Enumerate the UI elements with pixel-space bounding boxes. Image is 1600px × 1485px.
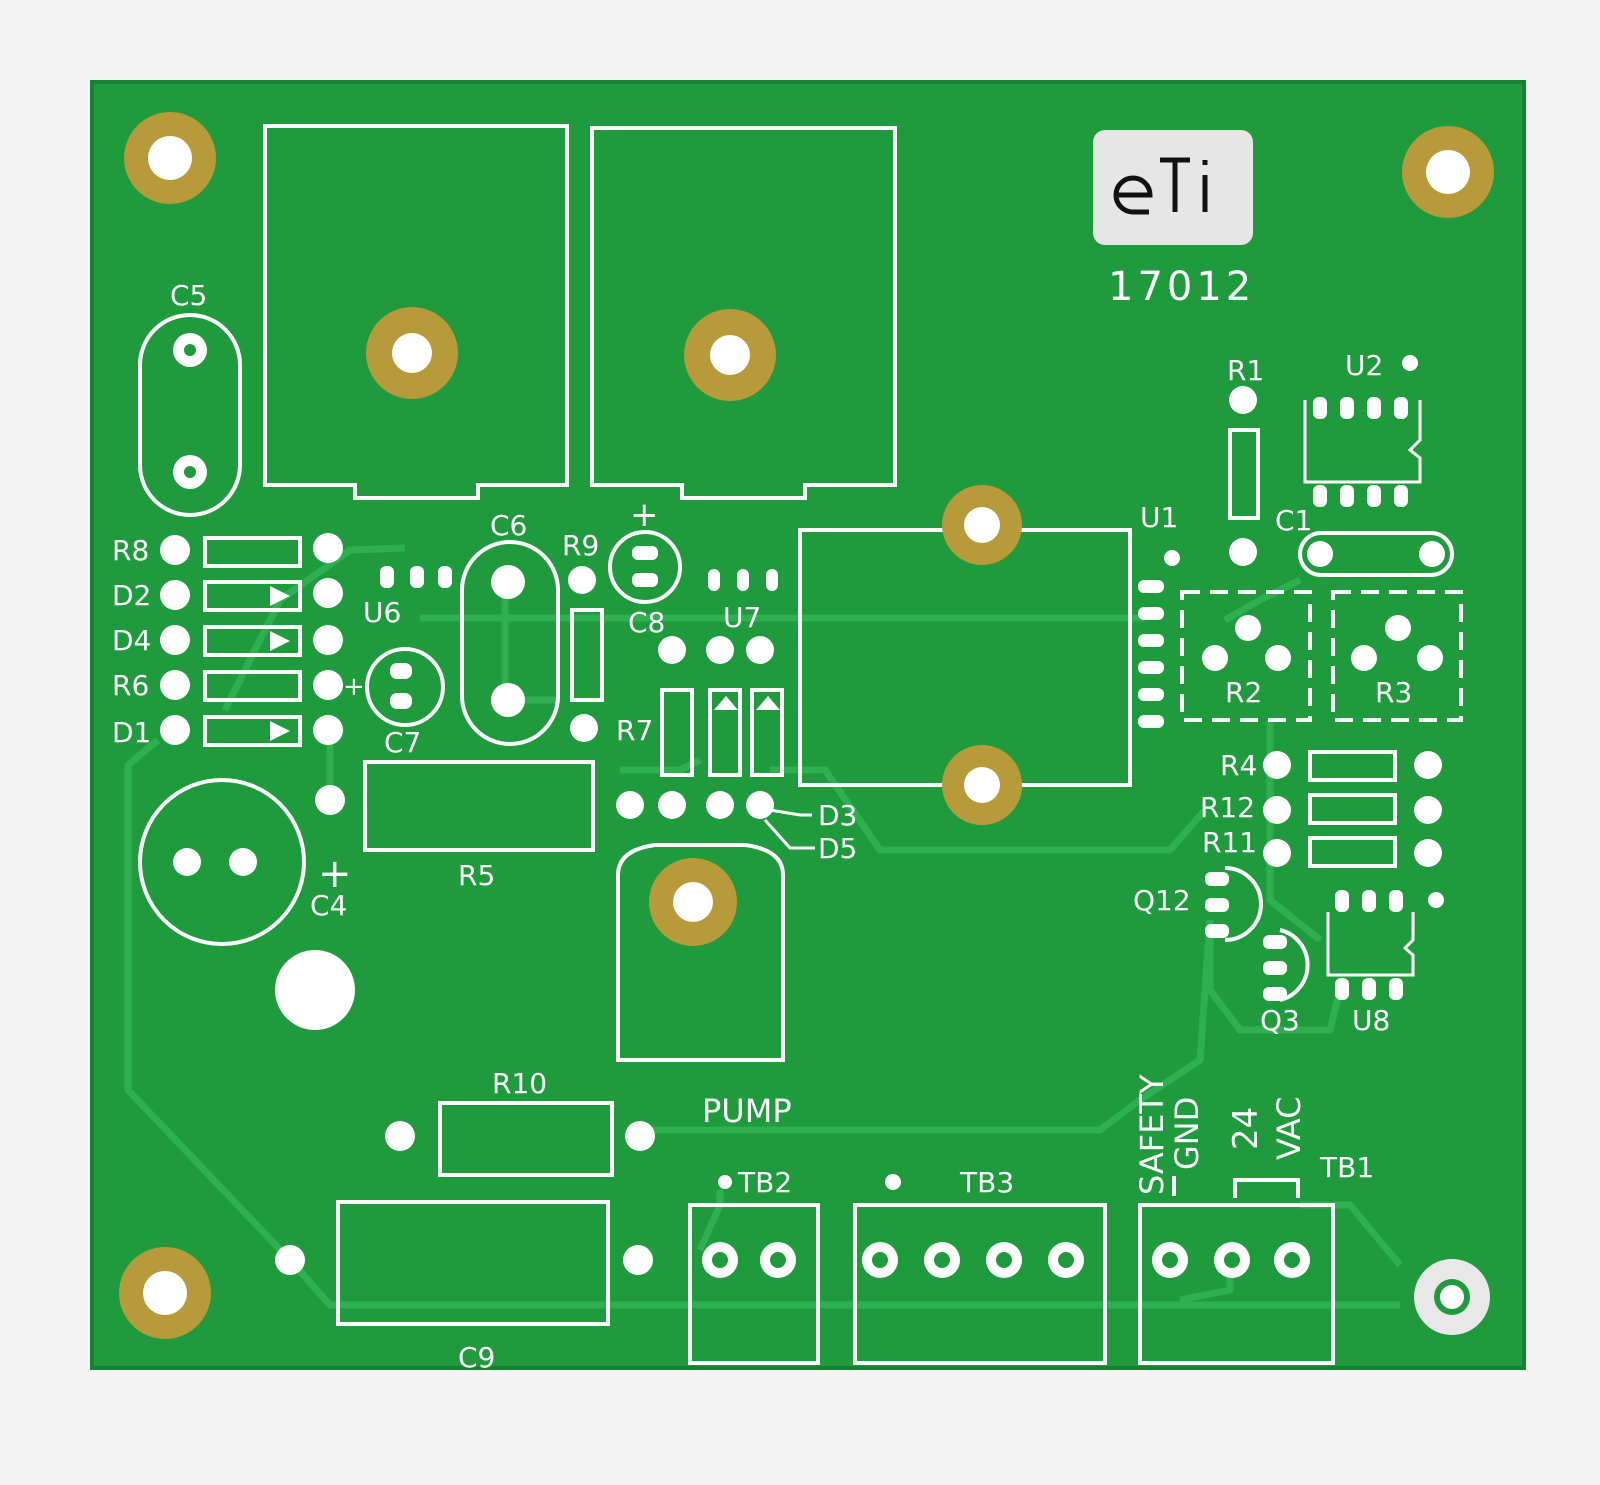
r9-footprint [568, 566, 604, 742]
label-r12: R12 [1200, 791, 1255, 824]
label-c7: C7 [384, 726, 421, 759]
tb2-terminal-block [688, 1175, 820, 1365]
label-r10: R10 [492, 1067, 547, 1100]
label-plus-c8: + [630, 495, 659, 535]
stack-pads [160, 533, 345, 815]
label-tb2: TB2 [737, 1166, 792, 1199]
tb1-terminal-block [1138, 1176, 1335, 1365]
label-r1: R1 [1227, 354, 1264, 387]
r1-footprint [1228, 386, 1260, 566]
heatsink-pad-right [590, 126, 897, 500]
label-24: 24 [1226, 1107, 1266, 1150]
label-d1: D1 [112, 716, 151, 749]
label-d4: D4 [112, 624, 151, 657]
r7-d3-d5-footprints [616, 636, 815, 850]
r5-footprint [363, 760, 595, 852]
u8-footprint [1326, 890, 1444, 1000]
label-q12: Q12 [1133, 884, 1191, 917]
label-r2: R2 [1225, 676, 1262, 709]
c8-footprint [608, 530, 682, 604]
label-c6: C6 [490, 509, 527, 542]
label-r4: R4 [1220, 749, 1257, 782]
u6-pads [380, 566, 452, 588]
eti-logo [1093, 130, 1253, 245]
r3-footprint [1331, 590, 1463, 722]
diode-marks [270, 586, 290, 741]
c6-footprint [460, 540, 560, 746]
label-r9: R9 [562, 529, 599, 562]
label-safety: SAFETY [1133, 1074, 1171, 1195]
label-r5: R5 [458, 859, 495, 892]
c4-footprint [138, 778, 306, 946]
u1-footprint [798, 485, 1180, 825]
label-u7: U7 [723, 601, 761, 634]
resistor-diode-stack [203, 536, 302, 747]
label-tb3: TB3 [959, 1166, 1014, 1199]
label-c1: C1 [1275, 504, 1312, 537]
label-r3: R3 [1375, 676, 1412, 709]
label-plus-c4: + [318, 851, 352, 897]
u2-footprint [1303, 355, 1422, 507]
q3-footprint [1263, 928, 1310, 1002]
label-d3: D3 [818, 799, 857, 832]
mounting-hole-top-right [1402, 126, 1494, 218]
u7-pads [708, 569, 778, 591]
r10-footprint [385, 1101, 655, 1177]
r2-footprint [1180, 590, 1312, 722]
to220-footprint [616, 843, 785, 1062]
label-d2: D2 [112, 579, 151, 612]
label-r6: R6 [112, 669, 149, 702]
pcb-board [90, 80, 1526, 1370]
label-c9: C9 [458, 1341, 495, 1374]
label-pump: PUMP [702, 1092, 792, 1130]
label-c5: C5 [170, 279, 207, 312]
heatsink-pad-left [263, 124, 569, 500]
label-part-number: 17012 [1108, 264, 1255, 310]
label-r8: R8 [112, 534, 149, 567]
copper-traces [124, 544, 1403, 1309]
ground-lug-bottom-right [1414, 1259, 1490, 1335]
c5-footprint [138, 313, 242, 517]
c9-footprint [275, 1200, 653, 1326]
label-u6: U6 [363, 596, 401, 629]
mounting-hole-bottom-left [119, 1247, 211, 1339]
label-q3: Q3 [1260, 1004, 1300, 1037]
label-u8: U8 [1352, 1004, 1390, 1037]
r4-r12-r11-footprints [1263, 750, 1442, 868]
label-c4: C4 [310, 889, 347, 922]
label-u2: U2 [1345, 349, 1383, 382]
label-gnd: GND [1168, 1097, 1206, 1170]
label-c8: C8 [628, 606, 665, 639]
c7-footprint [365, 647, 445, 727]
label-vac: VAC [1270, 1096, 1308, 1160]
mounting-hole-top-left [124, 112, 216, 204]
label-r7: R7 [616, 714, 653, 747]
tb3-terminal-block [853, 1174, 1107, 1365]
label-u1: U1 [1140, 501, 1178, 534]
label-d5: D5 [818, 832, 857, 865]
label-tb1: TB1 [1319, 1151, 1374, 1184]
label-plus-c7: + [343, 672, 365, 702]
q12-footprint [1205, 866, 1263, 942]
label-r11: R11 [1202, 826, 1257, 859]
board-hole-c4-area [275, 950, 355, 1030]
c1-footprint [1298, 531, 1454, 577]
